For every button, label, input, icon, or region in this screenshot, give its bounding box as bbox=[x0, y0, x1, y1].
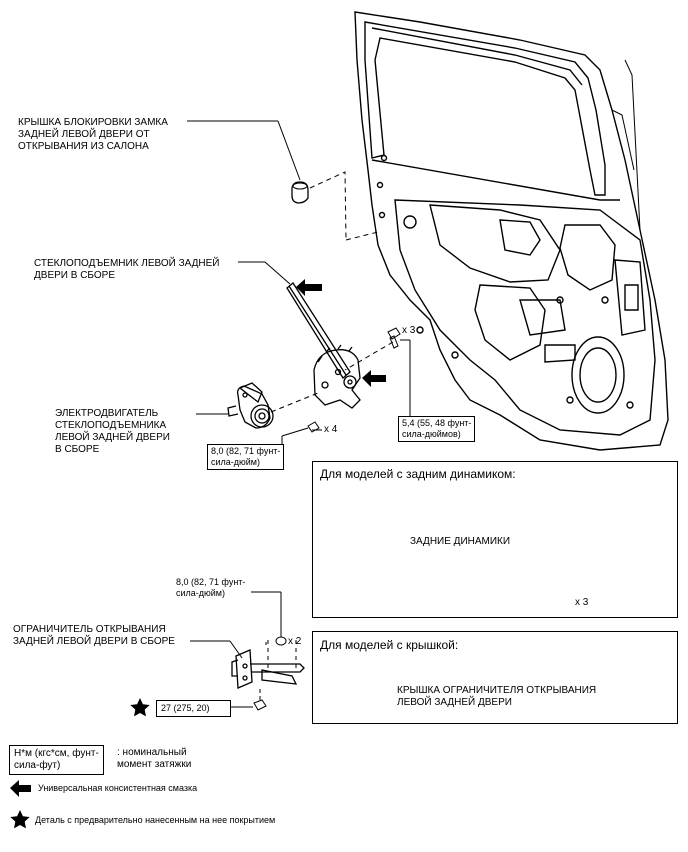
torque-check-nut: 8,0 (82, 71 фунт- сила-дюйм) bbox=[176, 577, 246, 598]
grease-arrow-rail bbox=[296, 279, 322, 296]
check-nut bbox=[251, 591, 297, 670]
motor-bolt-qty: x 4 bbox=[324, 424, 338, 435]
check-leader bbox=[190, 640, 243, 659]
speaker-screw-qty: x 3 bbox=[575, 597, 589, 608]
regulator-label: СТЕКЛОПОДЪЕМНИК ЛЕВОЙ ЗАДНЕЙ ДВЕРИ В СБО… bbox=[34, 258, 220, 281]
legend-precoated: Деталь с предварительно нанесенным на не… bbox=[35, 815, 276, 825]
star-icon-legend bbox=[10, 810, 30, 829]
check-cover-label: КРЫШКА ОГРАНИЧИТЕЛЯ ОТКРЫВАНИЯ ЛЕВОЙ ЗАД… bbox=[397, 685, 597, 708]
star-icon-check-bolt bbox=[130, 698, 150, 717]
grease-arrow-sector bbox=[362, 370, 386, 387]
regulator-bolt bbox=[344, 327, 411, 426]
torque-check-bolt: 27 (275, 20) bbox=[156, 700, 231, 717]
cover-models-panel bbox=[312, 631, 678, 724]
door-panel bbox=[354, 11, 669, 451]
speaker-panel-title: Для моделей с задним динамиком: bbox=[320, 467, 516, 481]
cover-panel-title: Для моделей с крышкой: bbox=[320, 638, 459, 652]
check-nut-qty: x 2 bbox=[288, 636, 302, 647]
torque-motor: 8,0 (82, 71 фунт- сила-дюйм) bbox=[207, 444, 285, 470]
lock-cover-label: КРЫШКА БЛОКИРОВКИ ЗАМКА ЗАДНЕЙ ЛЕВОЙ ДВЕ… bbox=[18, 117, 168, 152]
speaker-models-panel bbox=[312, 461, 678, 618]
legend-torque-unit: Н*м (кгс*см, фунт- сила-фут) bbox=[9, 745, 104, 775]
lock-cover-leader bbox=[187, 120, 379, 241]
regulator-leader bbox=[238, 261, 291, 285]
grease-arrow-icon-legend bbox=[10, 780, 31, 797]
check-bolt bbox=[229, 688, 267, 711]
motor-bolt bbox=[270, 392, 322, 445]
window-motor-part bbox=[227, 382, 274, 429]
window-regulator-part bbox=[286, 282, 361, 409]
door-check-part bbox=[231, 649, 305, 689]
speaker-label: ЗАДНИЕ ДИНАМИКИ bbox=[410, 536, 511, 547]
legend-grease: Универсальная консистентная смазка bbox=[38, 783, 198, 793]
motor-label: ЭЛЕКТРОДВИГАТЕЛЬ СТЕКЛОПОДЪЕМНИКА ЛЕВОЙ … bbox=[55, 408, 170, 455]
regulator-bolt-qty: x 3 bbox=[402, 325, 416, 336]
torque-regulator: 5,4 (55, 48 фунт- сила-дюймов) bbox=[398, 416, 476, 442]
legend-torque-desc: : номинальный момент затяжки bbox=[117, 747, 192, 770]
lock-cover-part bbox=[291, 181, 309, 204]
check-label: ОГРАНИЧИТЕЛЬ ОТКРЫВАНИЯ ЗАДНЕЙ ЛЕВОЙ ДВЕ… bbox=[13, 624, 175, 647]
